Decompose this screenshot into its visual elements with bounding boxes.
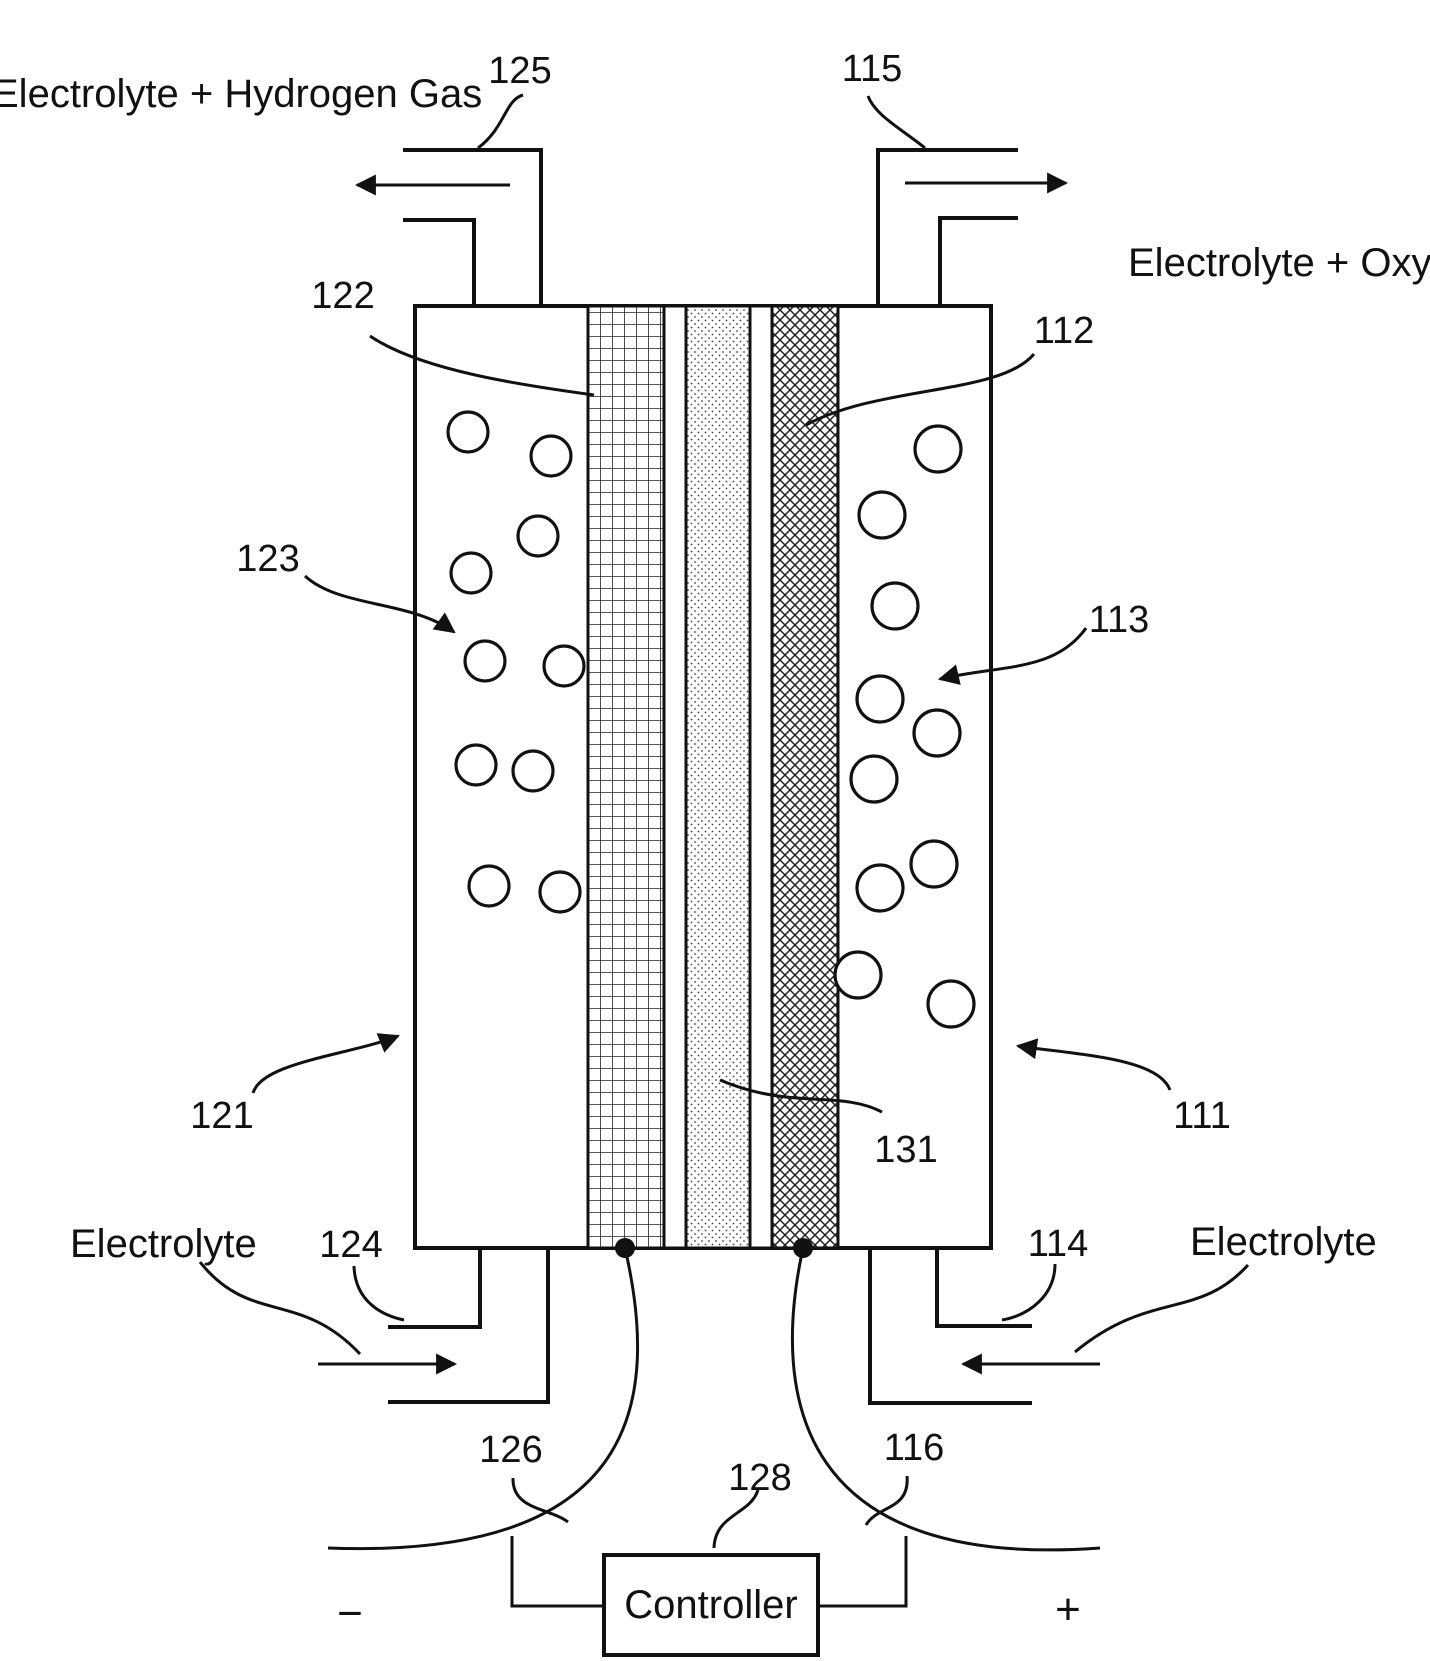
minus-sign: −	[337, 1589, 363, 1638]
ref-111: 111	[1173, 1095, 1231, 1137]
cathode-gap	[664, 306, 686, 1248]
ref-114: 114	[1028, 1223, 1089, 1265]
ref-112: 112	[1034, 310, 1095, 352]
ref-123: 123	[236, 538, 299, 580]
hydrogen-outlet-pipe	[403, 150, 541, 306]
anode-gap	[750, 306, 772, 1248]
anode-wire	[792, 1248, 1100, 1550]
hydrogen-bubbles	[448, 412, 584, 912]
anode-inlet-pipe	[870, 1248, 1032, 1403]
right-electrolyte-label: Electrolyte	[1190, 1220, 1377, 1264]
controller-label: Controller	[624, 1583, 797, 1627]
controller-wire-right	[818, 1536, 906, 1606]
ref-121: 121	[190, 1095, 253, 1137]
ref-125: 125	[488, 50, 551, 92]
ref-126: 126	[479, 1429, 542, 1471]
ref-116: 116	[884, 1427, 945, 1469]
controller-wire-left	[512, 1536, 604, 1606]
ref-124: 124	[319, 1224, 382, 1266]
ref-128: 128	[728, 1457, 791, 1499]
plus-sign: +	[1055, 1585, 1081, 1634]
cathode-electrode	[588, 306, 664, 1248]
oxygen-flow-label: Electrolyte + Oxygen	[1128, 241, 1430, 285]
membrane	[686, 306, 750, 1248]
ref-113: 113	[1089, 599, 1150, 641]
oxygen-outlet-pipe	[878, 150, 1018, 306]
anode-electrode	[772, 306, 838, 1248]
hydrogen-flow-label: Electrolyte + Hydrogen Gas	[0, 72, 482, 116]
oxygen-bubbles	[835, 426, 974, 1027]
cathode-wire	[328, 1248, 638, 1549]
cathode-inlet-pipe	[388, 1248, 548, 1402]
ref-115: 115	[842, 48, 903, 90]
ref-122: 122	[311, 275, 374, 317]
left-electrolyte-label: Electrolyte	[70, 1222, 257, 1266]
ref-131: 131	[874, 1129, 937, 1171]
